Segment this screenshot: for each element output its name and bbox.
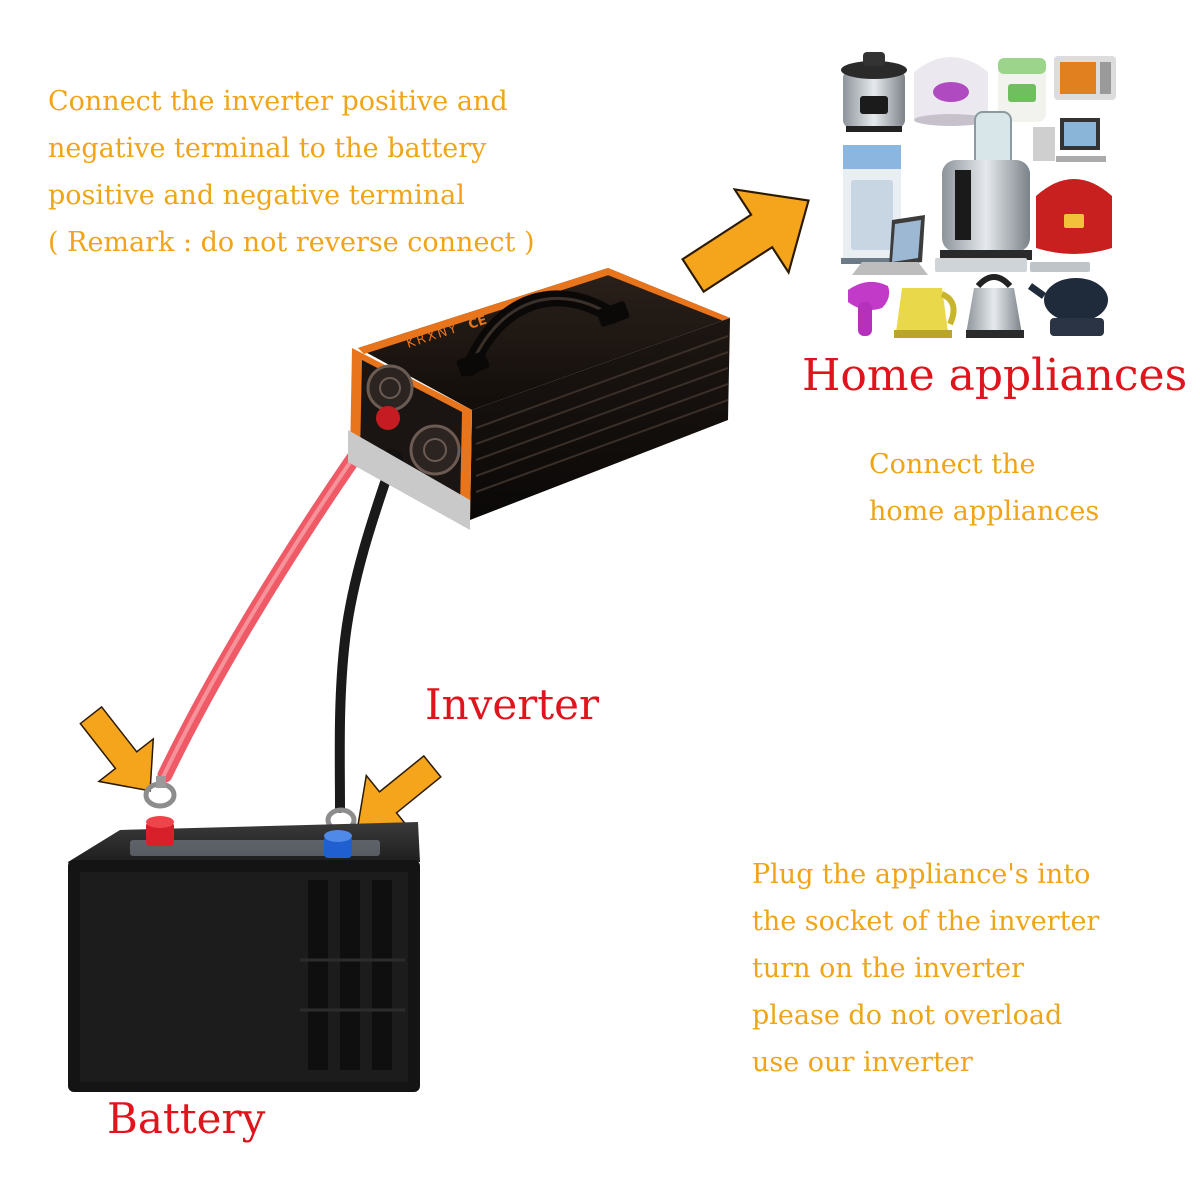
inverter-ce-mark: CE bbox=[467, 313, 489, 333]
appliance-connection-instructions: Connect the home appliances bbox=[869, 441, 1099, 535]
pressure-cooker-icon bbox=[841, 52, 907, 132]
battery-label: Battery bbox=[107, 1094, 266, 1143]
instruction-line: Connect the inverter positive and bbox=[48, 86, 508, 117]
instruction-line: Plug the appliance's into bbox=[752, 859, 1091, 890]
usage-instructions: Plug the appliance's into the socket of … bbox=[752, 851, 1099, 1086]
arrow-to-negative-terminal bbox=[356, 754, 442, 830]
laptop-icon bbox=[852, 215, 928, 275]
instruction-line: negative terminal to the battery bbox=[48, 133, 487, 164]
washing-machine-icon bbox=[841, 145, 903, 264]
red-rice-cooker-icon bbox=[1036, 179, 1112, 254]
computer-icon bbox=[1033, 118, 1106, 162]
inverter-label: Inverter bbox=[425, 680, 600, 729]
negative-cable bbox=[334, 457, 397, 813]
rice-cooker-icon bbox=[914, 57, 988, 126]
instruction-line: please do not overload bbox=[752, 1000, 1063, 1031]
appliance-collage bbox=[841, 52, 1116, 338]
instruction-line: positive and negative terminal bbox=[48, 180, 465, 211]
inverter-unit bbox=[348, 268, 730, 530]
microwave-icon bbox=[1054, 56, 1116, 100]
instruction-line: the socket of the inverter bbox=[752, 906, 1100, 937]
electric-kettle-icon bbox=[894, 288, 957, 338]
battery-positive-terminal bbox=[146, 816, 174, 846]
instruction-line: Connect the bbox=[869, 449, 1036, 480]
arrow-to-appliances bbox=[681, 188, 810, 294]
instruction-remark: ( Remark : do not reverse connect ) bbox=[48, 227, 535, 258]
steel-kettle-icon bbox=[966, 274, 1024, 338]
instruction-line: use our inverter bbox=[752, 1047, 973, 1078]
hair-dryer-icon bbox=[848, 281, 890, 336]
teapot-icon bbox=[1027, 278, 1108, 336]
positive-ring-terminal bbox=[143, 776, 177, 809]
battery-negative-terminal bbox=[324, 830, 352, 858]
battery-unit bbox=[68, 816, 420, 1092]
battery-connection-instructions: Connect the inverter positive and negati… bbox=[48, 78, 535, 266]
juicer-icon bbox=[940, 111, 1032, 260]
instruction-line: home appliances bbox=[869, 496, 1100, 527]
instruction-line: turn on the inverter bbox=[752, 953, 1025, 984]
bread-maker-icon bbox=[998, 58, 1046, 122]
arrow-to-positive-terminal bbox=[79, 705, 155, 792]
home-appliances-label: Home appliances bbox=[802, 350, 1188, 401]
dvd-player-icon bbox=[935, 258, 1090, 272]
